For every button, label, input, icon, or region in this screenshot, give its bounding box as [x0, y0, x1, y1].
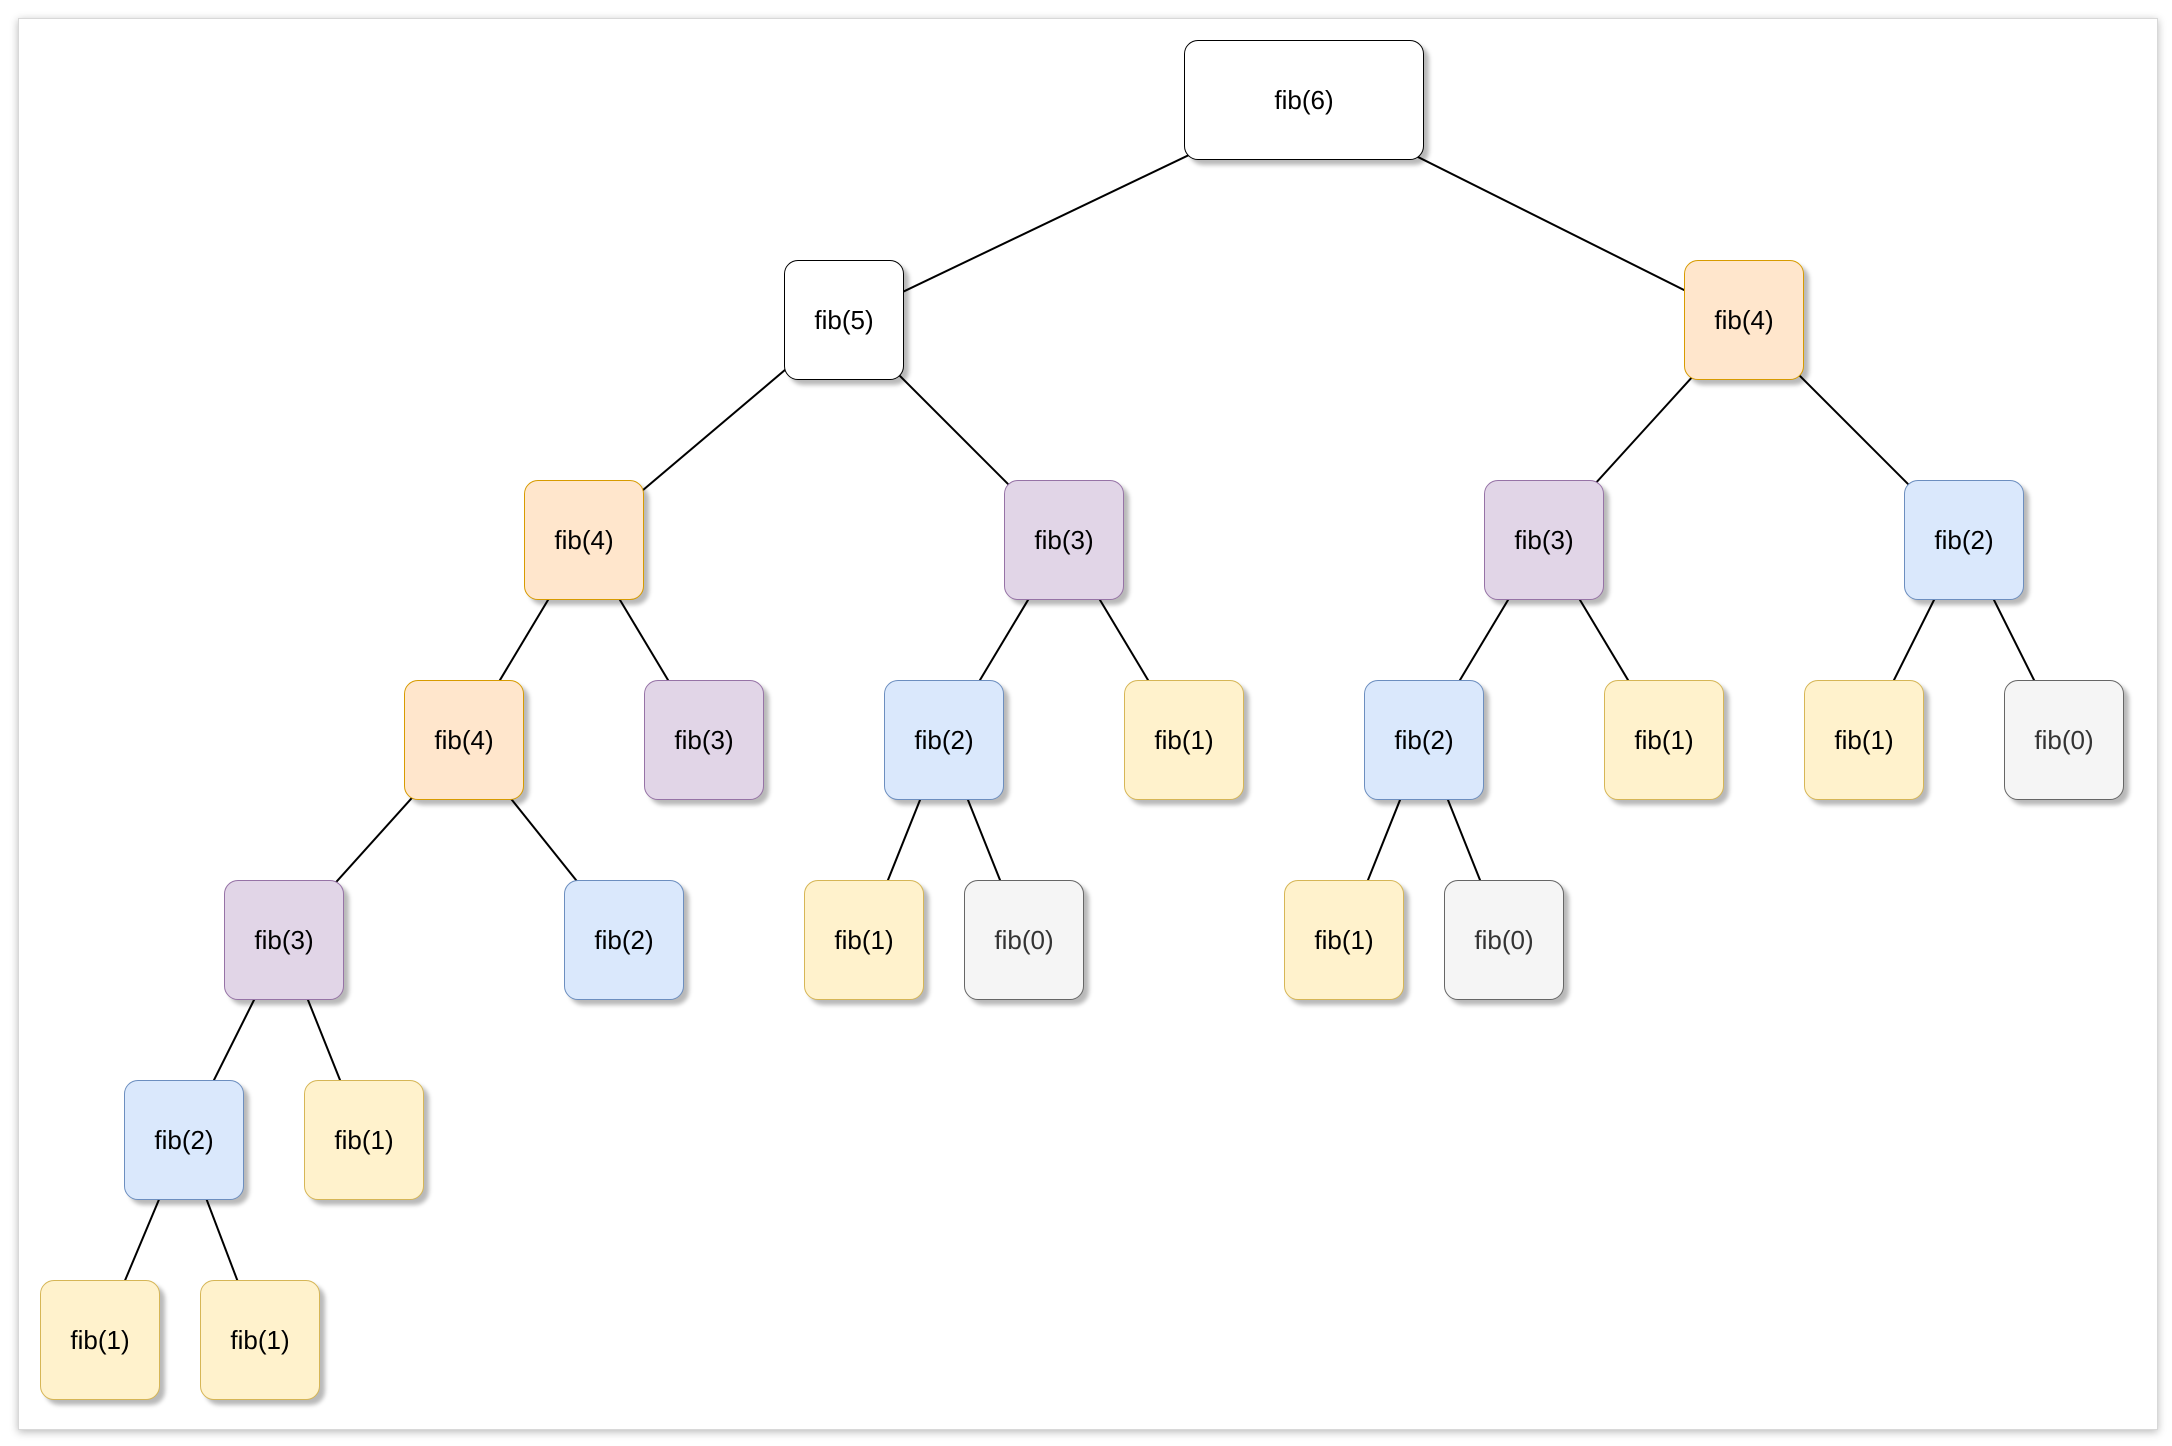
node-label: fib(5) [814, 304, 874, 335]
node-label: fib(6) [1274, 84, 1334, 115]
node-fib-1[interactable]: fib(1) [40, 1280, 160, 1400]
node-label: fib(3) [1514, 524, 1574, 555]
node-fib-5[interactable]: fib(5) [784, 260, 904, 380]
node-label: fib(1) [834, 924, 894, 955]
node-fib-1[interactable]: fib(1) [304, 1080, 424, 1200]
node-label: fib(4) [1714, 304, 1774, 335]
node-fib-6[interactable]: fib(6) [1184, 40, 1424, 160]
node-label: fib(2) [594, 924, 654, 955]
node-label: fib(0) [1474, 924, 1534, 955]
node-label: fib(4) [434, 724, 494, 755]
node-fib-0[interactable]: fib(0) [964, 880, 1084, 1000]
node-fib-1[interactable]: fib(1) [1284, 880, 1404, 1000]
node-fib-0[interactable]: fib(0) [1444, 880, 1564, 1000]
node-label: fib(1) [1634, 724, 1694, 755]
node-label: fib(1) [230, 1324, 290, 1355]
node-fib-2[interactable]: fib(2) [124, 1080, 244, 1200]
node-label: fib(1) [70, 1324, 130, 1355]
node-label: fib(2) [154, 1124, 214, 1155]
node-fib-1[interactable]: fib(1) [804, 880, 924, 1000]
node-fib-4[interactable]: fib(4) [404, 680, 524, 800]
node-label: fib(2) [914, 724, 974, 755]
node-label: fib(2) [1394, 724, 1454, 755]
node-fib-1[interactable]: fib(1) [1804, 680, 1924, 800]
node-fib-2[interactable]: fib(2) [564, 880, 684, 1000]
node-fib-3[interactable]: fib(3) [224, 880, 344, 1000]
node-fib-2[interactable]: fib(2) [1364, 680, 1484, 800]
node-label: fib(1) [334, 1124, 394, 1155]
node-fib-2[interactable]: fib(2) [1904, 480, 2024, 600]
node-fib-2[interactable]: fib(2) [884, 680, 1004, 800]
node-fib-0[interactable]: fib(0) [2004, 680, 2124, 800]
node-label: fib(3) [1034, 524, 1094, 555]
node-fib-4[interactable]: fib(4) [524, 480, 644, 600]
node-label: fib(1) [1154, 724, 1214, 755]
node-fib-1[interactable]: fib(1) [1124, 680, 1244, 800]
node-fib-3[interactable]: fib(3) [1004, 480, 1124, 600]
node-fib-3[interactable]: fib(3) [644, 680, 764, 800]
node-fib-1[interactable]: fib(1) [200, 1280, 320, 1400]
node-label: fib(1) [1314, 924, 1374, 955]
node-fib-3[interactable]: fib(3) [1484, 480, 1604, 600]
node-label: fib(3) [674, 724, 734, 755]
node-label: fib(4) [554, 524, 614, 555]
node-label: fib(3) [254, 924, 314, 955]
node-label: fib(0) [994, 924, 1054, 955]
node-label: fib(1) [1834, 724, 1894, 755]
node-fib-4[interactable]: fib(4) [1684, 260, 1804, 380]
node-label: fib(2) [1934, 524, 1994, 555]
node-fib-1[interactable]: fib(1) [1604, 680, 1724, 800]
node-label: fib(0) [2034, 724, 2094, 755]
